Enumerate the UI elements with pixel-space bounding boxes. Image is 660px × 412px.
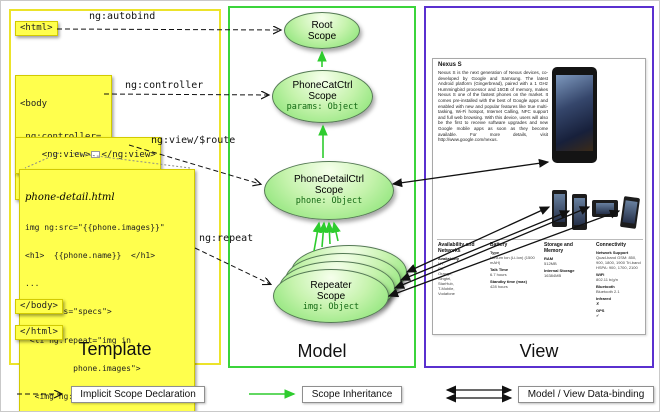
spec-value: Lithium Ion (Li-Ion) (1500 mAH) bbox=[490, 255, 535, 265]
scope-property: img: Object bbox=[302, 301, 360, 312]
ngview-close: </ng:view> bbox=[101, 150, 156, 160]
spec-col-availability: Availability and Networks Availability M… bbox=[438, 242, 486, 296]
phone-thumbnail-2 bbox=[572, 194, 587, 230]
spec-value: 6.7 hours bbox=[490, 272, 507, 277]
scope-name: Scope bbox=[308, 91, 337, 102]
label-ng-autobind: ng:autobind bbox=[89, 11, 156, 22]
legend-scope-inheritance: Scope Inheritance bbox=[302, 386, 402, 403]
phone-detail-template-box: phone-detail.html img ng:src="{{phone.im… bbox=[19, 169, 195, 411]
spec-value: Quad-band GSM: 850, 900, 1800, 1900 Tri-… bbox=[596, 255, 641, 270]
code-line: phone.images"> bbox=[25, 363, 141, 373]
view-placeholder-box bbox=[91, 151, 101, 158]
phone-thumbnail-3 bbox=[592, 200, 618, 217]
spec-col-battery: Battery Type Lithium Ion (Li-Ion) (1500 … bbox=[490, 242, 540, 289]
code-line: <li ng:repeat="img in bbox=[25, 335, 131, 345]
spec-header: Storage and Memory bbox=[544, 242, 573, 254]
spec-header: Availability and Networks bbox=[438, 242, 475, 254]
repeater-scope-ellipse: Repeater Scope img: Object bbox=[273, 269, 389, 323]
view-panel-label: View bbox=[519, 341, 559, 361]
spec-value: 428 hours bbox=[490, 284, 508, 289]
code-line: img ng:src="{{phone.images}}" bbox=[25, 222, 165, 232]
scope-name: Scope bbox=[316, 290, 346, 302]
phonecatctrl-scope-ellipse: PhoneCatCtrl Scope params: Object bbox=[272, 70, 373, 123]
phone-image-large bbox=[552, 67, 597, 163]
label-ng-controller: ng:controller bbox=[125, 80, 204, 91]
thumb-screen bbox=[554, 194, 565, 222]
template-file-name: phone-detail.html bbox=[25, 191, 115, 203]
thumb-screen bbox=[596, 203, 614, 214]
spec-col-connectivity: Connectivity Network Support Quad-band G… bbox=[596, 242, 644, 318]
spec-value: ✘ bbox=[596, 301, 600, 306]
scope-name: Scope bbox=[307, 30, 337, 42]
phone-screen bbox=[556, 75, 593, 151]
spec-value: Vodafone bbox=[438, 291, 455, 296]
code-line: <body bbox=[20, 99, 48, 109]
scope-name: Root bbox=[311, 19, 333, 31]
label-ng-repeat: ng:repeat bbox=[199, 233, 254, 244]
html-open-tag: <html> bbox=[15, 21, 58, 36]
spec-label: GPS bbox=[596, 308, 605, 313]
spec-header: Battery bbox=[490, 242, 508, 248]
spec-value: 512MB bbox=[544, 261, 557, 266]
html-close-tag: </html> bbox=[15, 325, 63, 340]
label-ng-view-route: ng:view/$route bbox=[151, 135, 236, 146]
scope-name: Repeater bbox=[310, 279, 352, 291]
phone-title: Nexus S bbox=[438, 62, 462, 68]
spec-col-storage: Storage and Memory RAM 512MB Internal St… bbox=[544, 242, 592, 278]
template-panel-label: Template bbox=[78, 339, 152, 359]
spec-value: 802.11 b/g/n bbox=[596, 277, 618, 282]
thumb-screen bbox=[622, 200, 638, 224]
code-line: ... bbox=[25, 279, 40, 289]
spec-label: Infrared bbox=[596, 296, 611, 301]
legend-implicit-scope: Implicit Scope Declaration bbox=[71, 386, 205, 403]
scope-property: phone: Object bbox=[295, 196, 363, 206]
ngview-open: <ng:view> bbox=[41, 150, 91, 160]
model-panel-label: Model bbox=[297, 341, 347, 361]
spec-table-divider bbox=[437, 239, 643, 240]
root-scope-ellipse: Root Scope bbox=[284, 12, 360, 49]
phone-thumbnail-1 bbox=[552, 190, 567, 227]
scope-property: params: Object bbox=[286, 102, 359, 112]
spec-value: Bluetooth 2.1 bbox=[596, 289, 620, 294]
code-line: <h1> {{phone.name}} </h1> bbox=[25, 250, 156, 260]
scope-name: Scope bbox=[314, 185, 344, 196]
phonedetailctrl-scope-ellipse: PhoneDetailCtrl Scope phone: Object bbox=[264, 161, 394, 220]
thumb-screen bbox=[574, 198, 585, 225]
scope-name: PhoneCatCtrl bbox=[292, 80, 353, 91]
phone-description: Nexus S is the next generation of Nexus … bbox=[438, 70, 548, 143]
spec-value: ✔ bbox=[596, 313, 600, 318]
spec-header: Connectivity bbox=[596, 242, 627, 248]
legend-databinding: Model / View Data-binding bbox=[518, 386, 654, 403]
spec-value: 16384MB bbox=[544, 273, 562, 278]
body-close-tag: </body> bbox=[15, 299, 63, 314]
scope-name: PhoneDetailCtrl bbox=[293, 174, 365, 185]
